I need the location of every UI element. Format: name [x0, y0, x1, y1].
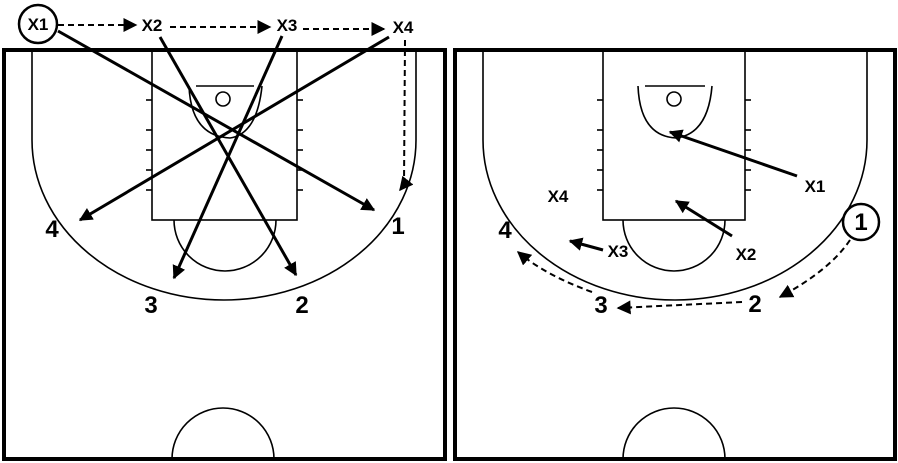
right-offense-1: 1 [854, 209, 867, 236]
left-paint [151, 49, 298, 221]
left-rim [215, 91, 231, 107]
left-offense-2: 2 [295, 292, 308, 319]
pass-x4-to-1 [399, 39, 414, 192]
rotation-x2 [674, 199, 733, 238]
pass-1-to-2 [778, 239, 851, 298]
right-rim [666, 91, 682, 107]
right-offense-4: 4 [498, 217, 512, 244]
pass-2-to-3 [616, 300, 743, 315]
left-defender-x4: X4 [393, 18, 414, 37]
right-offense-passes [516, 239, 851, 315]
left-three-point-arc [31, 50, 417, 301]
right-court-diagram: 1 2 3 4 X1 X2 X3 X4 [453, 48, 897, 461]
left-offense-4: 4 [45, 216, 59, 243]
left-defender-passes [58, 18, 414, 192]
left-restricted-area [188, 85, 263, 139]
pass-3-to-4 [516, 251, 593, 293]
right-offense-3: 3 [594, 292, 607, 319]
right-defender-x1: X1 [805, 177, 826, 196]
right-three-point-arc [482, 50, 868, 301]
right-court-lines [453, 48, 897, 461]
right-restricted-area [637, 85, 713, 139]
left-defender-x3: X3 [277, 16, 298, 35]
right-center-circle [622, 407, 726, 460]
right-free-throw-circle [622, 219, 726, 272]
right-1-ring [841, 202, 881, 242]
left-lane-hashes [146, 99, 303, 191]
right-defender-x2: X2 [736, 245, 757, 264]
cut-x3-to-3 [172, 35, 284, 280]
left-court-lines [2, 48, 447, 461]
rotation-x1 [668, 129, 798, 178]
left-x1-ring [17, 3, 59, 45]
left-cuts [57, 29, 390, 280]
left-defender-x1: X1 [28, 15, 49, 34]
right-defender-rotations [568, 129, 798, 252]
right-offense-2: 2 [748, 291, 761, 318]
left-offense-1: 1 [391, 213, 404, 240]
left-free-throw-circle [173, 219, 277, 272]
left-court-boundary [2, 48, 447, 461]
cut-x4-to-4 [78, 35, 390, 222]
left-defender-x2: X2 [142, 16, 163, 35]
left-offense-3: 3 [144, 292, 157, 319]
right-players: 1 2 3 4 X1 X2 X3 X4 [498, 177, 881, 319]
left-court-diagram: X1 X2 X3 X4 1 2 3 4 [2, 3, 447, 461]
right-paint [602, 49, 746, 221]
right-lane-hashes [597, 99, 751, 191]
left-players: X1 X2 X3 X4 1 2 3 4 [17, 3, 414, 319]
left-center-circle [171, 407, 275, 460]
rotation-x3 [568, 237, 604, 252]
right-defender-x4: X4 [548, 187, 569, 206]
right-defender-x3: X3 [608, 242, 629, 261]
cut-x1-to-1 [57, 29, 376, 212]
